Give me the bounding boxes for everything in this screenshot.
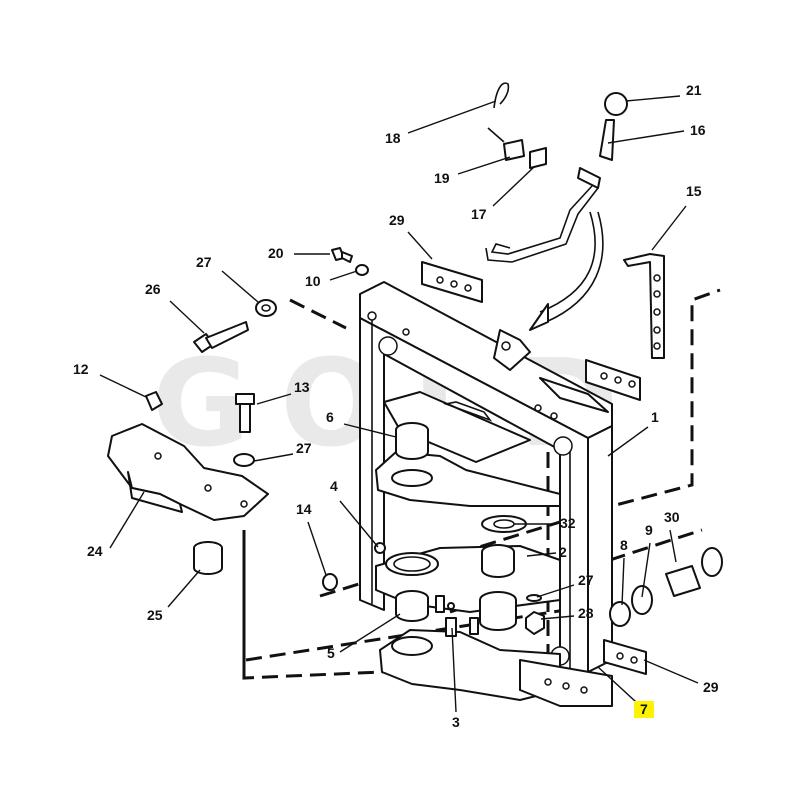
upper-plate <box>383 391 531 463</box>
callout-leader-c29a <box>407 231 433 260</box>
callout-leader-c9 <box>641 542 651 598</box>
callout-leader-c3 <box>451 627 457 713</box>
callout-label-c29a[interactable]: 29 <box>389 212 405 228</box>
callout-label-c15[interactable]: 15 <box>686 183 702 199</box>
callout-label-c7[interactable]: 7 <box>640 701 648 717</box>
callout-label-c17[interactable]: 17 <box>471 206 487 222</box>
callout-leader-c27b <box>253 453 294 462</box>
callout-label-c8[interactable]: 8 <box>620 537 628 553</box>
callout-leader-c19 <box>457 156 511 175</box>
detent-parts <box>487 82 547 169</box>
callout-label-c24[interactable]: 24 <box>87 543 103 559</box>
callout-leader-c5 <box>339 613 401 653</box>
callout-label-c27b[interactable]: 27 <box>296 440 312 456</box>
callout-label-c29b[interactable]: 29 <box>703 679 719 695</box>
callout-label-c5[interactable]: 5 <box>327 645 335 661</box>
callout-leader-c13 <box>256 393 292 405</box>
bearing-set <box>609 547 723 627</box>
bracket-24 <box>107 391 269 575</box>
callout-label-c30[interactable]: 30 <box>664 509 680 525</box>
callout-label-c21[interactable]: 21 <box>686 82 702 98</box>
callout-label-c16[interactable]: 16 <box>690 122 706 138</box>
callout-leader-c25 <box>167 569 201 608</box>
callout-highlight-c7 <box>634 701 654 718</box>
callout-leader-c18 <box>407 100 497 134</box>
callout-leader-c7 <box>597 666 637 703</box>
bushings <box>322 422 545 656</box>
callout-label-c1[interactable]: 1 <box>651 409 659 425</box>
callout-label-c4[interactable]: 4 <box>330 478 338 494</box>
callout-label-c6[interactable]: 6 <box>326 409 334 425</box>
callout-label-c28[interactable]: 28 <box>578 605 594 621</box>
callout-label-c12[interactable]: 12 <box>73 361 89 377</box>
callout-leader-c14 <box>307 521 327 576</box>
callout-leader-c8 <box>621 557 625 606</box>
callout-label-c3[interactable]: 3 <box>452 714 460 730</box>
callout-leader-c6 <box>343 423 397 438</box>
callout-leader-c2 <box>526 552 557 557</box>
callout-leader-c30 <box>669 529 677 563</box>
callout-leader-c15 <box>651 205 687 251</box>
grease-fitting <box>445 602 457 637</box>
callout-leader-c12 <box>99 374 147 398</box>
callout-leader-c29b <box>643 659 699 684</box>
callout-leader-c27a <box>221 270 259 303</box>
shift-lever <box>485 92 628 371</box>
callout-label-c25[interactable]: 25 <box>147 607 163 623</box>
callout-label-c14[interactable]: 14 <box>296 501 312 517</box>
callout-label-c32[interactable]: 32 <box>560 515 576 531</box>
bracket-15 <box>623 253 665 359</box>
callout-leader-c16 <box>607 130 685 144</box>
callout-leader-c17 <box>492 166 535 207</box>
callout-label-c13[interactable]: 13 <box>294 379 310 395</box>
fasteners-upper <box>193 247 369 353</box>
callout-label-c27c[interactable]: 27 <box>578 572 594 588</box>
callout-leader-c24 <box>109 491 145 549</box>
callout-label-c27a[interactable]: 27 <box>196 254 212 270</box>
callout-leader-c4 <box>339 500 379 548</box>
callout-leader-c26 <box>169 300 205 334</box>
callout-leader-c21 <box>625 95 681 102</box>
callout-leader-c28 <box>540 615 575 620</box>
assembly-arrow <box>529 211 604 331</box>
callout-label-c10[interactable]: 10 <box>305 273 321 289</box>
callout-label-c20[interactable]: 20 <box>268 245 284 261</box>
callout-label-c18[interactable]: 18 <box>385 130 401 146</box>
callout-leader-c1 <box>607 426 649 457</box>
callout-label-c9[interactable]: 9 <box>645 522 653 538</box>
wear-pads <box>421 261 647 675</box>
callout-label-c19[interactable]: 19 <box>434 170 450 186</box>
callout-leader-c10 <box>329 270 358 281</box>
callout-label-c2[interactable]: 2 <box>559 544 567 560</box>
callout-leader-c27c <box>536 584 575 598</box>
callout-label-c26[interactable]: 26 <box>145 281 161 297</box>
